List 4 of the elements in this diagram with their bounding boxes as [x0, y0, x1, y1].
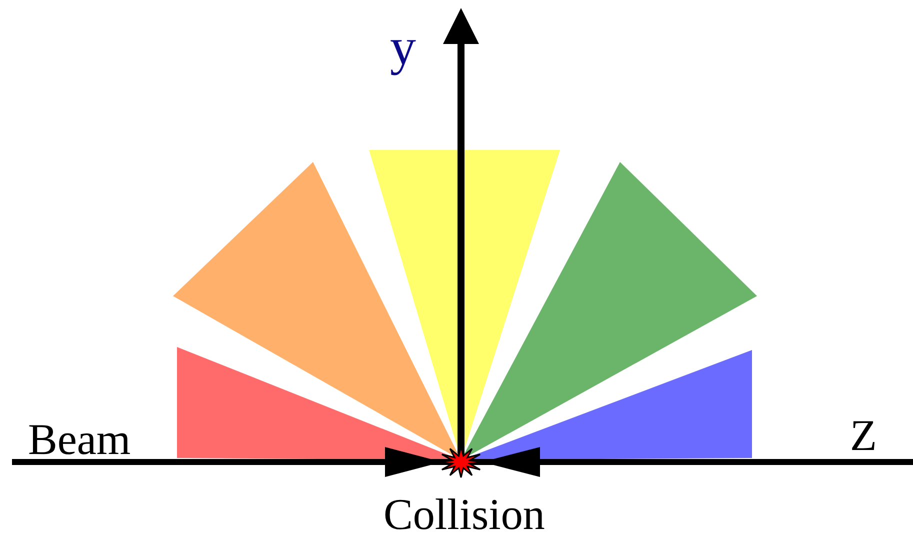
axis-label: y	[390, 22, 416, 74]
axis-label: Z	[850, 414, 877, 458]
axis-label: Beam	[28, 418, 131, 462]
node-caption: Collision	[384, 493, 545, 537]
